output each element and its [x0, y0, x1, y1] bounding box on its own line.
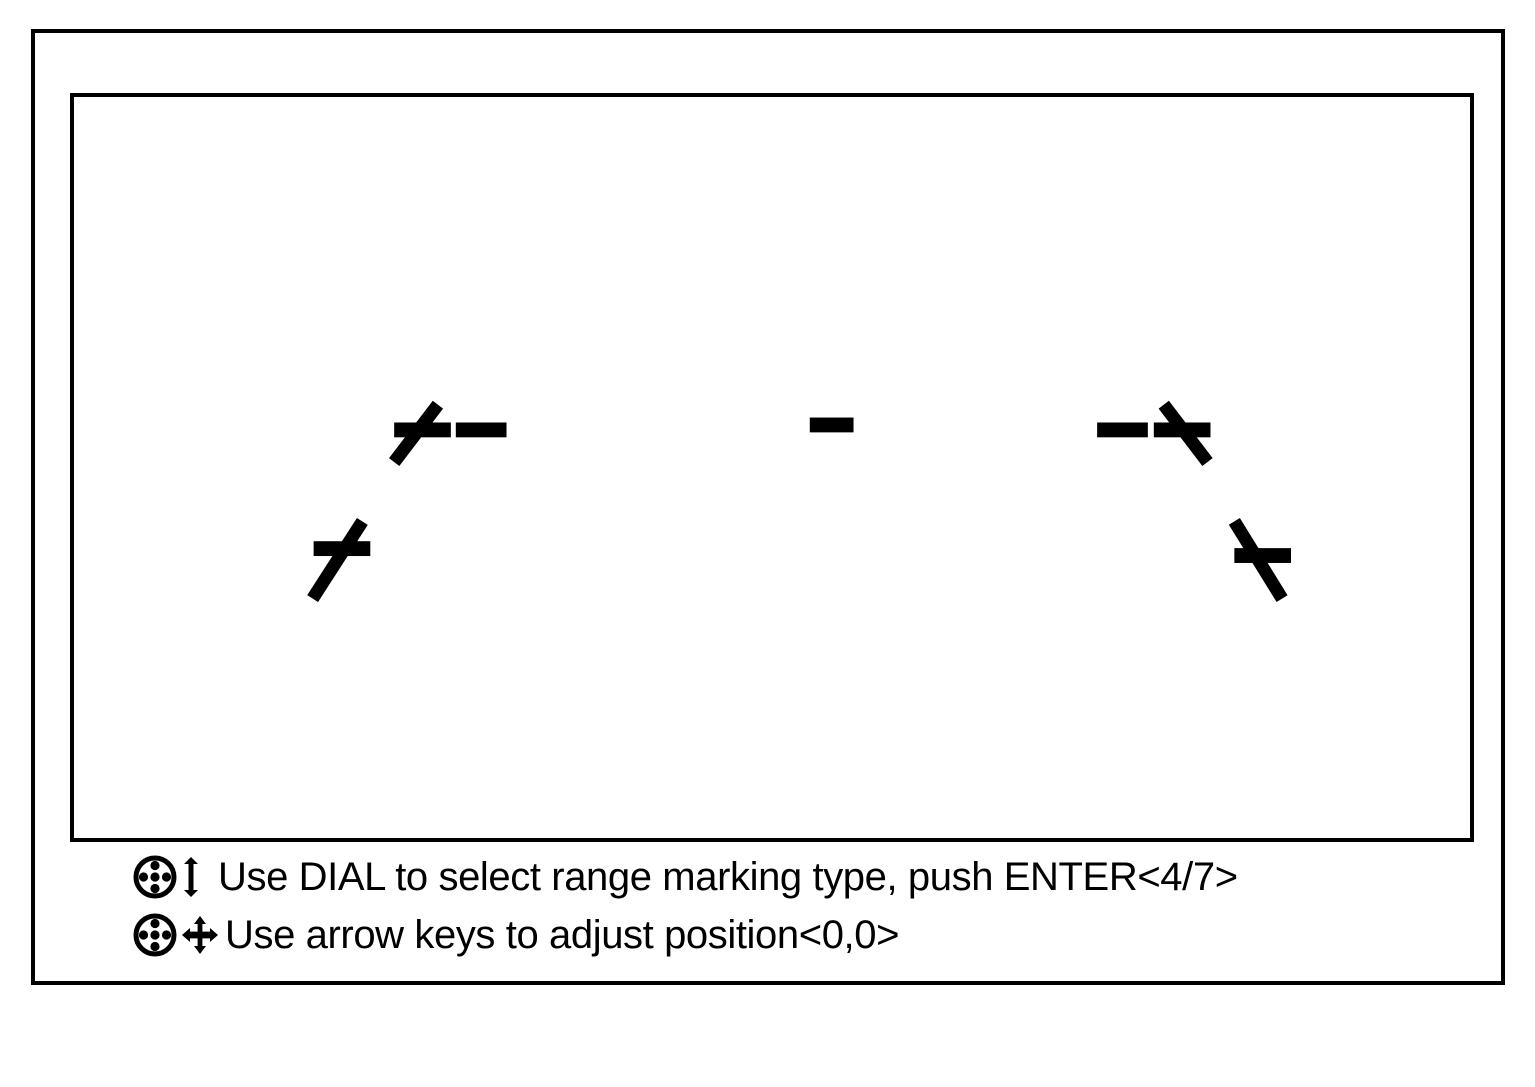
hint-area: Use DIAL to select range marking type, p…: [70, 848, 1474, 978]
reticle-slash: [307, 517, 368, 603]
reticle-canvas: [307, 400, 1292, 603]
hint-row-arrows: Use arrow keys to adjust position<0,0>: [70, 906, 1474, 964]
hint-text-dial: Use DIAL to select range marking type, p…: [218, 855, 1238, 899]
reticle-mark-group: [307, 400, 1292, 603]
reticle-crossbar: [1234, 548, 1292, 563]
dial-rotate-arrow-icon: [184, 857, 198, 897]
reticle-preview-panel: [70, 93, 1474, 842]
reticle-dash: [809, 417, 854, 433]
screen-bezel: Use DIAL to select range marking type, p…: [31, 29, 1505, 985]
reticle-crossbar: [313, 541, 371, 557]
dial-knob-icon: [133, 913, 177, 957]
reticle-crossbar: [1153, 422, 1211, 438]
four-way-arrow-icon: [182, 916, 218, 954]
hint-text-arrows: Use arrow keys to adjust position<0,0>: [225, 913, 900, 957]
dial-knob-icon: [133, 855, 177, 899]
hint-row-dial: Use DIAL to select range marking type, p…: [70, 848, 1474, 906]
reticle-crossbar: [394, 422, 451, 438]
reticle-dash: [455, 422, 507, 438]
reticle-dash: [1097, 422, 1148, 438]
